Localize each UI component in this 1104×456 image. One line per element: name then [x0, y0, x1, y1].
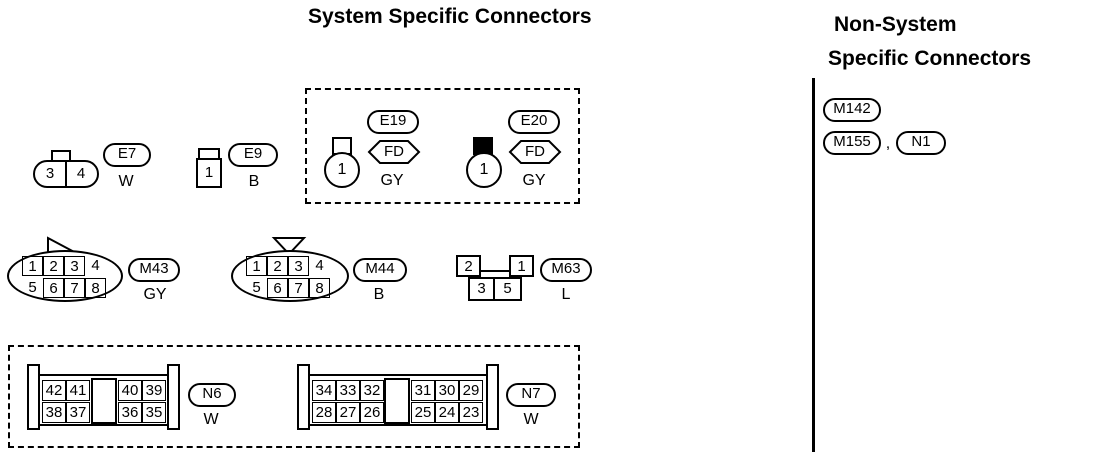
- n7-center-key: [384, 378, 410, 424]
- m44-pin: 7: [288, 278, 309, 298]
- e19-fd-tag: [367, 140, 421, 164]
- n7-pin: 26: [360, 402, 384, 423]
- n7-pin: 31: [411, 380, 435, 401]
- list-separator: ,: [885, 135, 891, 152]
- m43-pin: 1: [22, 256, 43, 276]
- m43-pin: 7: [64, 278, 85, 298]
- m44-pin: 3: [288, 256, 309, 276]
- n6-pin: 35: [142, 402, 166, 423]
- e19-pin: 1: [324, 152, 360, 188]
- n7-pin: 24: [435, 402, 459, 423]
- n7-pin: 32: [360, 380, 384, 401]
- n1-label: N1: [896, 131, 946, 155]
- m63-pin: 1: [509, 255, 534, 277]
- m155-label: M155: [823, 131, 881, 155]
- e9-label: E9: [228, 143, 278, 167]
- harness-connector-group: [8, 345, 580, 448]
- m43-pin: 5: [28, 279, 37, 296]
- e19-fd-text: FD: [384, 143, 404, 160]
- n6-pin: 36: [118, 402, 142, 423]
- m44-key: [271, 237, 307, 256]
- m63-link: [481, 270, 509, 272]
- m43-pin: 8: [85, 278, 106, 298]
- e9-color: B: [248, 173, 260, 190]
- n7-pin: 30: [435, 380, 459, 401]
- n7-pin: 33: [336, 380, 360, 401]
- m142-label: M142: [823, 98, 881, 122]
- system-specific-heading: System Specific Connectors: [308, 5, 592, 28]
- m43-pin: 2: [43, 256, 64, 276]
- m44-pin: 4: [315, 257, 324, 274]
- m44-pin: 6: [267, 278, 288, 298]
- m63-pin: 2: [456, 255, 481, 277]
- n6-pin: 41: [66, 380, 90, 401]
- m44-pin: 5: [252, 279, 261, 296]
- m44-pin: 8: [309, 278, 330, 298]
- n6-pin: 39: [142, 380, 166, 401]
- n6-color: W: [203, 411, 219, 428]
- e20-label: E20: [508, 110, 560, 134]
- e9-body: [196, 158, 222, 188]
- e7-pin: 4: [76, 165, 86, 182]
- m43-pin: 3: [64, 256, 85, 276]
- n6-pin: 40: [118, 380, 142, 401]
- n7-pin: 29: [459, 380, 483, 401]
- e20-fd-text: FD: [525, 143, 545, 160]
- n6-center-key: [91, 378, 117, 424]
- n7-label: N7: [506, 383, 556, 407]
- n7-pin: 28: [312, 402, 336, 423]
- e7-label: E7: [103, 143, 151, 167]
- m63-lower-body: [468, 277, 522, 301]
- e20-pin: 1: [466, 152, 502, 188]
- m63-color: L: [561, 286, 571, 303]
- n6-pin: 38: [42, 402, 66, 423]
- e20-fd-tag: [508, 140, 562, 164]
- m43-body: [7, 250, 123, 302]
- n6-label: N6: [188, 383, 236, 407]
- e9-pin: 1: [204, 164, 214, 181]
- non-system-heading-line1: Non-System: [834, 13, 957, 36]
- e19-label: E19: [367, 110, 419, 134]
- m63-pin: 5: [503, 280, 512, 297]
- e20-color: GY: [522, 172, 546, 189]
- n7-pin: 27: [336, 402, 360, 423]
- m43-pin: 4: [91, 257, 100, 274]
- m43-label: M43: [128, 258, 180, 282]
- m44-pin: 2: [267, 256, 288, 276]
- e20-latch: [473, 137, 493, 155]
- fd-connector-group: [305, 88, 580, 204]
- m44-pin: 1: [246, 256, 267, 276]
- n6-pin: 37: [66, 402, 90, 423]
- n7-pin: 23: [459, 402, 483, 423]
- non-system-heading-line2: Specific Connectors: [828, 47, 1032, 70]
- e19-color: GY: [380, 172, 404, 189]
- section-divider: [812, 78, 815, 452]
- m44-color: B: [373, 286, 385, 303]
- n7-color: W: [523, 411, 539, 428]
- m63-pin: 3: [470, 279, 495, 299]
- n6-pin: 42: [42, 380, 66, 401]
- m43-pin: 6: [43, 278, 64, 298]
- m43-color: GY: [143, 286, 167, 303]
- m63-label: M63: [540, 258, 592, 282]
- e7-color: W: [118, 173, 134, 190]
- n7-pin: 25: [411, 402, 435, 423]
- e7-divider: [65, 162, 67, 186]
- e7-pin: 3: [45, 165, 55, 182]
- m44-label: M44: [353, 258, 407, 282]
- n7-pin: 34: [312, 380, 336, 401]
